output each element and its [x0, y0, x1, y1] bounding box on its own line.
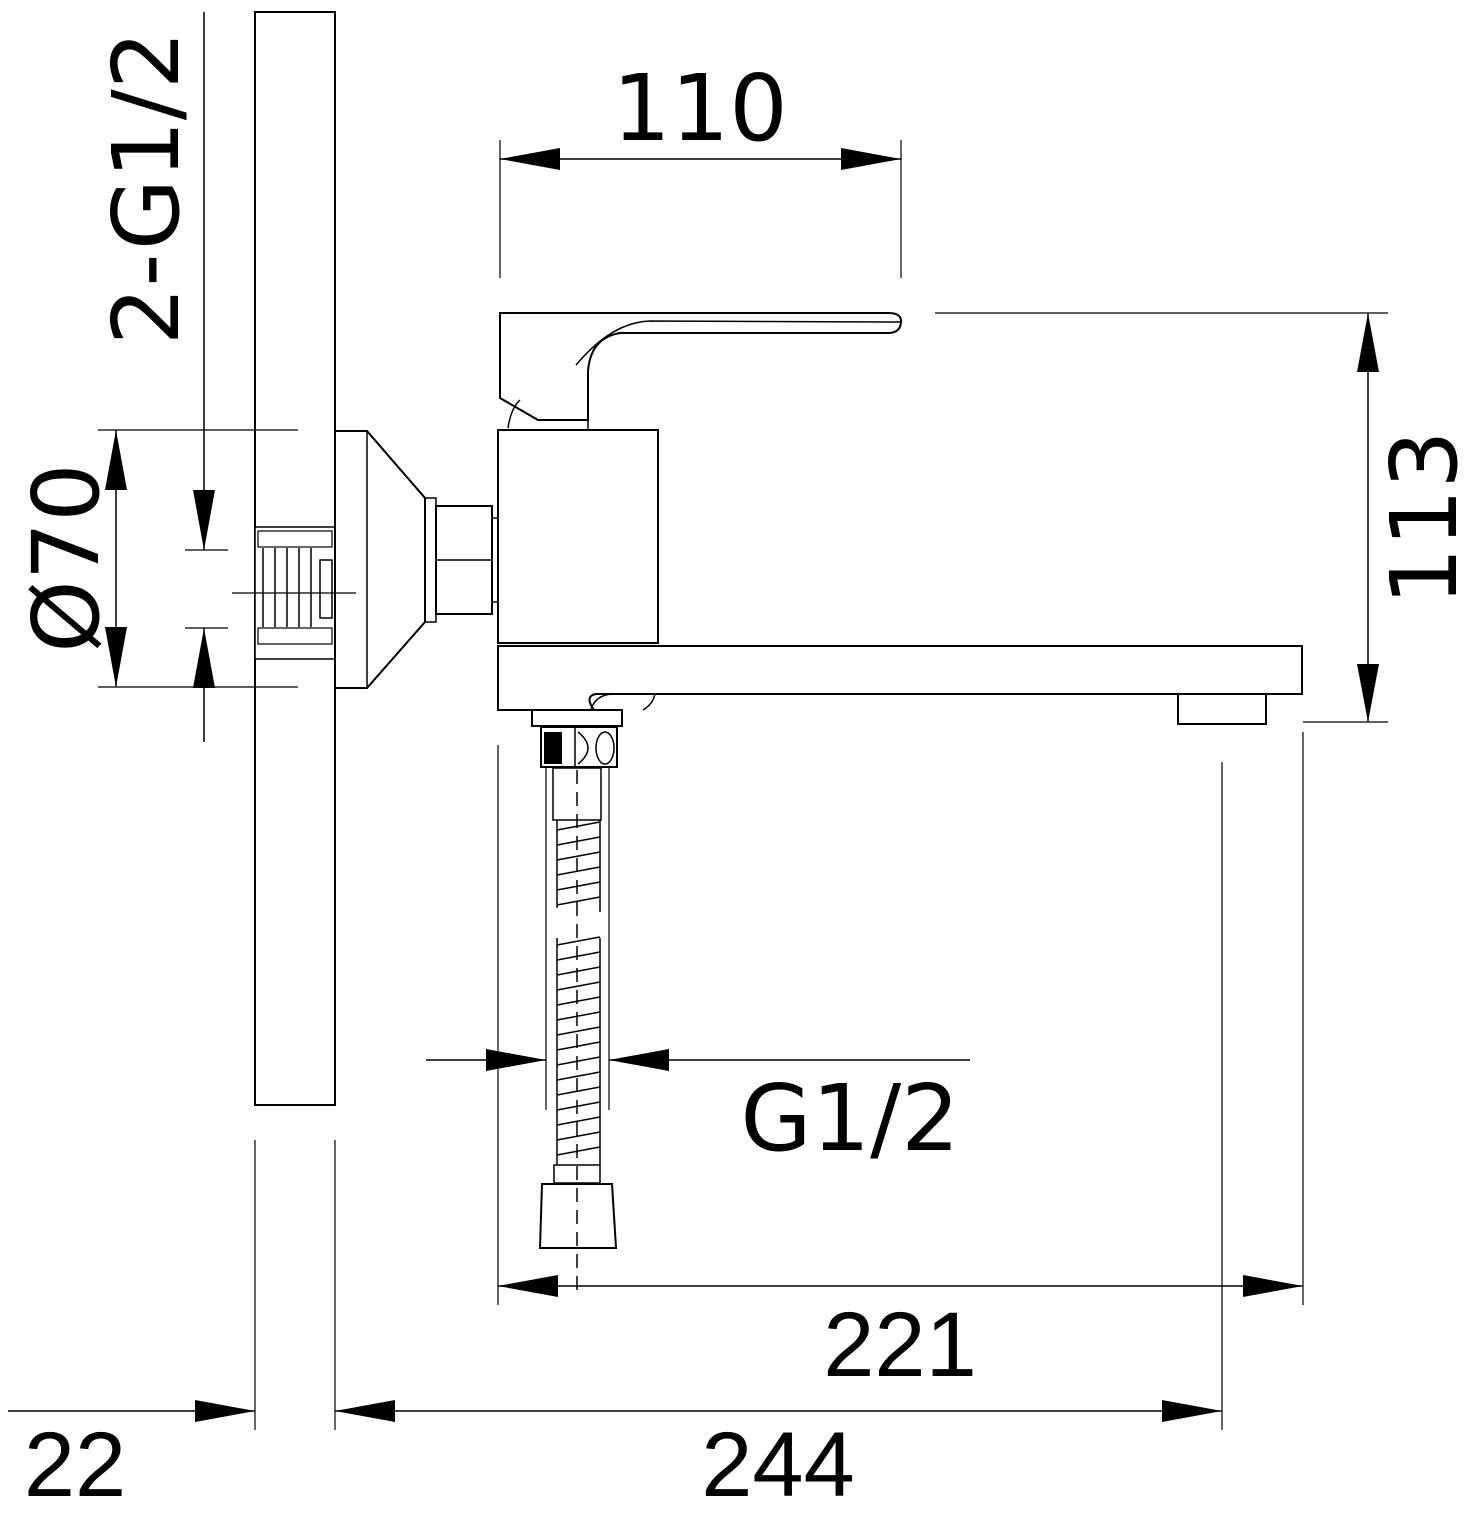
wall-section: [232, 11, 356, 1106]
escutcheon-diameter-label: Ø70: [13, 463, 120, 652]
inlet-thread-label: 2-G1/2: [93, 31, 200, 345]
faucet-body: [497, 429, 659, 644]
hose-connector: [531, 709, 623, 768]
dimension-height: 113: [935, 312, 1473, 723]
handle-width-label: 110: [612, 55, 788, 162]
dimension-total-projection: 244: [335, 762, 1223, 1516]
hose-nut: [538, 1183, 618, 1249]
dimension-handle-width: 110: [499, 55, 902, 278]
inlet-thread: [232, 530, 356, 645]
wall-thickness-label: 22: [24, 1414, 126, 1516]
dimension-spout-reach: 221: [497, 732, 1304, 1396]
escutcheon: [334, 430, 499, 689]
lever-handle: [499, 312, 903, 430]
spout: [497, 645, 1303, 711]
hose-thread-label: G1/2: [740, 1065, 959, 1172]
dimension-hose-thread: G1/2: [426, 1049, 970, 1172]
spout-reach-label: 221: [823, 1294, 977, 1396]
total-projection-label: 244: [701, 1414, 855, 1516]
flexible-hose: [545, 767, 610, 1290]
dimension-wall-thickness: 22: [8, 1400, 255, 1516]
height-label: 113: [1371, 430, 1473, 606]
dimension-inlet-thread: 2-G1/2: [93, 12, 228, 742]
aerator: [1177, 693, 1267, 725]
